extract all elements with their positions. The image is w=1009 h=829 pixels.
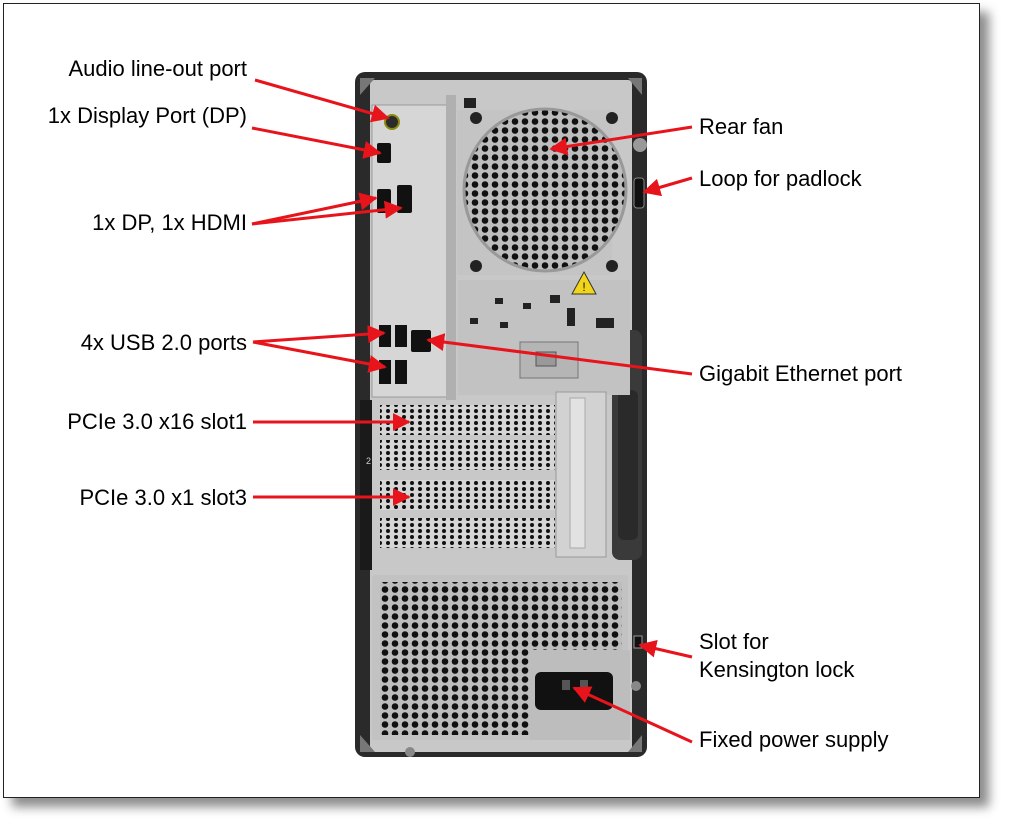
usb-port xyxy=(395,360,407,384)
usb-port xyxy=(379,325,391,347)
label-pcie-x16: PCIe 3.0 x16 slot1 xyxy=(67,409,247,434)
arrow-kensington xyxy=(638,639,693,659)
usb-port xyxy=(379,360,391,384)
label-display-port: 1x Display Port (DP) xyxy=(47,103,247,128)
label-usb20: 4x USB 2.0 ports xyxy=(80,330,247,355)
arrow-hdmi xyxy=(251,192,378,226)
warning-icon xyxy=(571,270,597,295)
label-power-supply: Fixed power supply xyxy=(699,727,889,752)
callout-arrows xyxy=(251,78,693,744)
label-pcie-x1: PCIe 3.0 x1 slot3 xyxy=(79,485,247,510)
arrow-ethernet xyxy=(426,333,693,376)
arrow-display-port xyxy=(251,126,382,159)
padlock-loop xyxy=(633,177,645,209)
arrow-audio xyxy=(254,78,390,123)
ethernet-jack xyxy=(411,330,431,352)
label-padlock: Loop for padlock xyxy=(699,166,862,191)
label-kensington-line2: Kensington lock xyxy=(699,657,855,682)
arrow-usb-1 xyxy=(252,325,386,344)
label-ethernet: Gigabit Ethernet port xyxy=(699,361,903,386)
label-audio-lineout: Audio line-out port xyxy=(68,56,247,81)
arrow-usb-2 xyxy=(252,340,387,373)
rear-fan xyxy=(457,107,628,275)
label-rear-fan: Rear fan xyxy=(699,114,784,139)
power-supply xyxy=(372,575,641,757)
svg-text:!: ! xyxy=(582,280,585,294)
label-kensington-line1: Slot for xyxy=(699,629,769,654)
arrow-rear-fan xyxy=(549,125,693,156)
label-dp-hdmi: 1x DP, 1x HDMI xyxy=(92,210,247,235)
mid-plate: ! xyxy=(458,270,630,395)
io-shield xyxy=(371,95,456,400)
usb-port xyxy=(395,325,407,347)
arrow-dp xyxy=(251,200,403,226)
arrow-padlock xyxy=(642,176,693,197)
pcie-slots xyxy=(360,391,607,570)
arrow-power xyxy=(572,686,693,744)
slot-number: 2 xyxy=(366,456,371,466)
power-inlet xyxy=(535,672,613,710)
